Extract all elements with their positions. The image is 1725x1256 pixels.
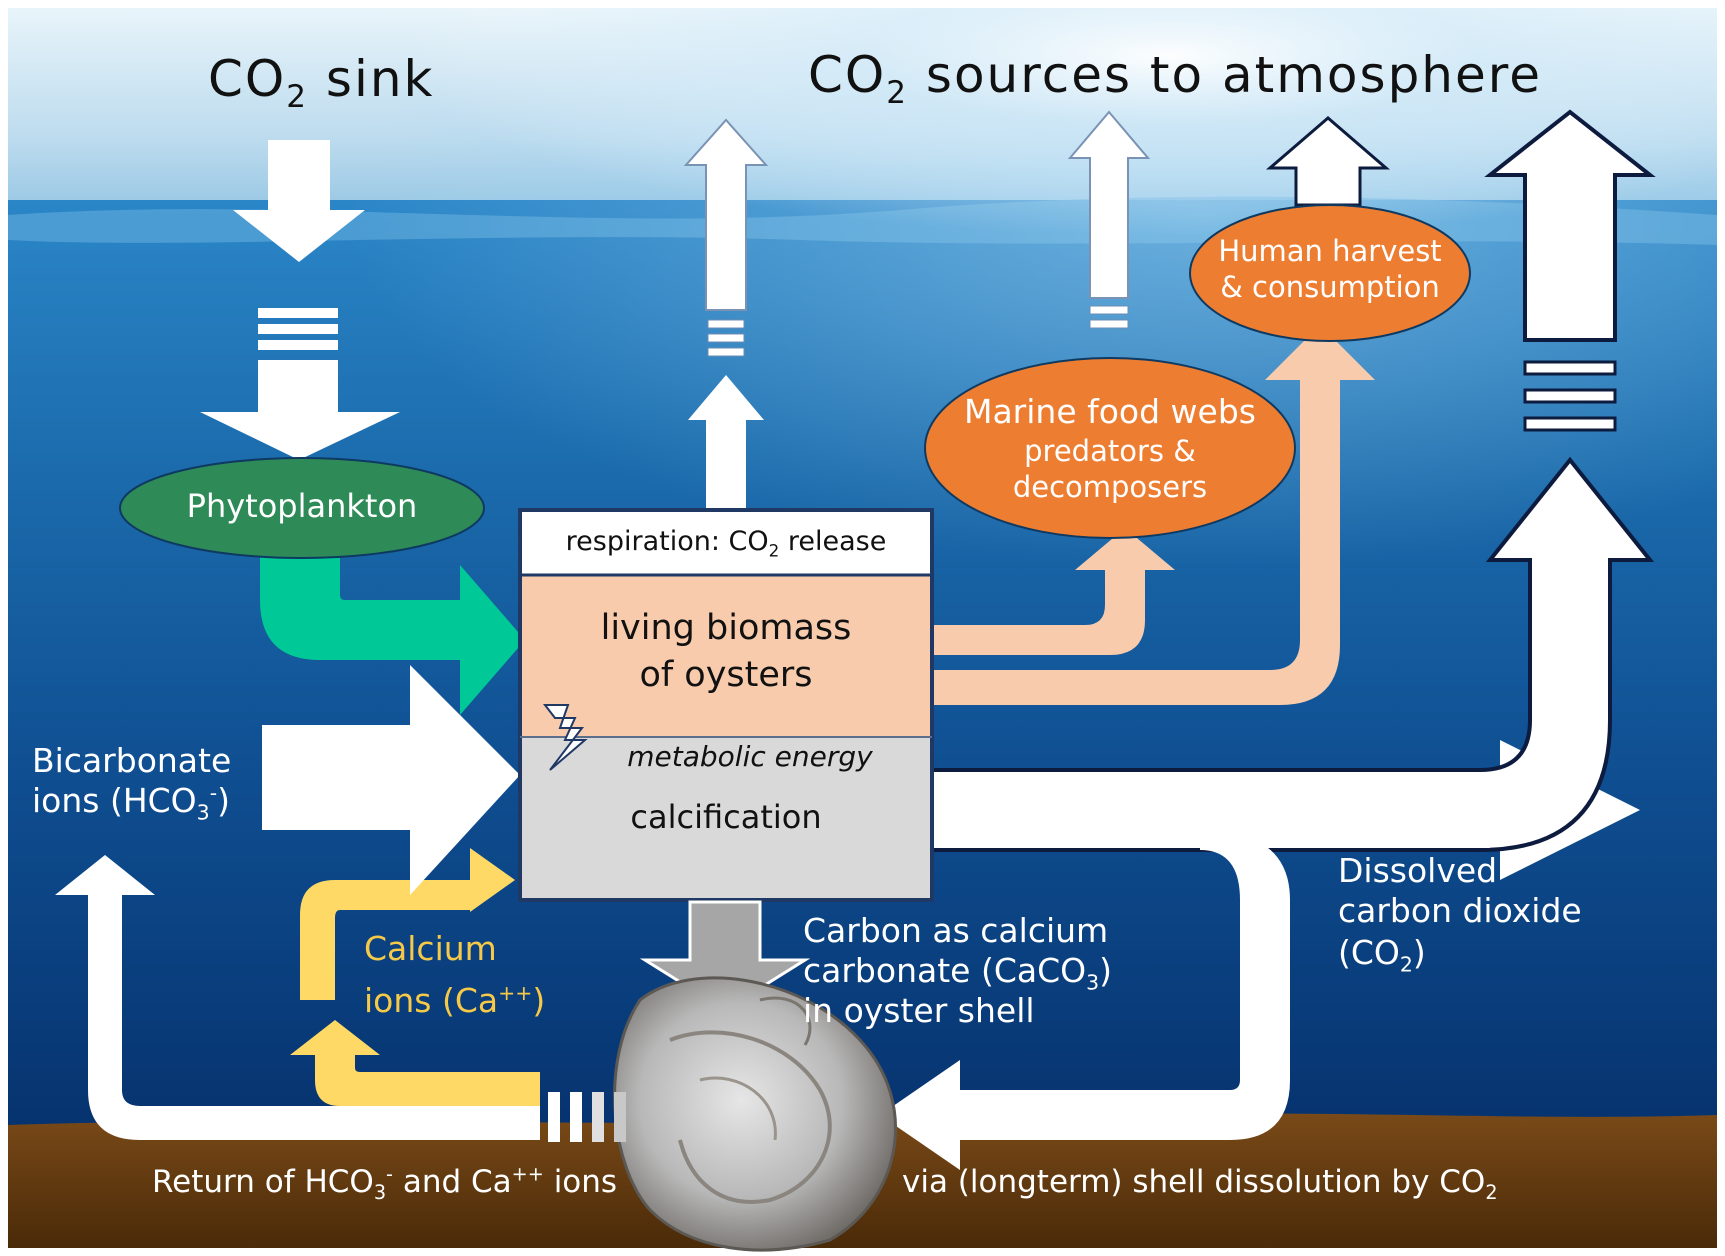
bicarbonate-label-line2: ions (HCO3-) — [32, 781, 230, 825]
dissolved-label-line3: (CO2) — [1338, 933, 1426, 977]
calcium-return-arrow — [290, 1020, 540, 1106]
biomass-label-line2: of oysters — [639, 655, 813, 695]
harvest-co2-arrow — [1265, 116, 1391, 207]
biomass-label-line1: living biomass — [600, 608, 852, 648]
co2-sink-arrow-bottom — [200, 360, 400, 460]
biomass-to-foodweb-arrow — [930, 528, 1175, 655]
marine-food-webs-label: Marine food webs — [963, 392, 1256, 431]
biomass-section — [522, 575, 930, 737]
dissolved-label-line2: carbon dioxide — [1338, 891, 1582, 930]
human-harvest-label: Human harvest — [1218, 234, 1442, 268]
caco3-label-line2: carbonate (CaCO3) — [803, 951, 1112, 995]
predators-label: predators & — [1024, 434, 1196, 468]
calcium-input-arrow — [300, 848, 515, 1000]
respiration-arrow-upper — [683, 118, 769, 311]
food-web-co2-arrow — [1067, 110, 1151, 299]
marine-food-webs-node — [924, 357, 1296, 539]
calcification-section — [522, 737, 930, 898]
consumption-label: & consumption — [1220, 270, 1440, 304]
dissolved-co2-release-arrow — [1484, 109, 1656, 342]
phytoplankton-to-oyster-arrow — [260, 545, 525, 715]
co2-sink-heading: CO2 sink — [208, 50, 435, 115]
dissolved-label-line1: Dissolved — [1338, 851, 1498, 890]
respiration-arrow-lower — [688, 375, 764, 420]
calcium-label-line2: ions (Ca++) — [364, 981, 546, 1020]
caco3-label-line3: in oyster shell — [803, 991, 1035, 1030]
bicarbonate-input-arrow — [262, 665, 520, 895]
calcium-label-line1: Calcium — [364, 929, 497, 968]
caco3-label-line1: Carbon as calcium — [803, 911, 1109, 950]
return-label-left: Return of HCO3- and Ca++ ions — [152, 1162, 618, 1205]
oyster-shell-image — [613, 976, 898, 1252]
phytoplankton-label: Phytoplankton — [186, 487, 418, 525]
co2-sink-arrow-top — [233, 140, 365, 262]
dash — [258, 308, 338, 318]
biomass-to-harvest-arrow — [930, 325, 1375, 705]
return-to-shell-arrow — [880, 830, 1290, 1170]
lightning-icon — [542, 704, 588, 771]
calcification-label: calcification — [630, 798, 822, 836]
decomposers-label: decomposers — [1012, 470, 1208, 504]
bicarbonate-label-line1: Bicarbonate — [32, 741, 232, 780]
phytoplankton-node — [119, 457, 485, 559]
co2-sources-heading: CO2 sources to atmosphere — [808, 46, 1542, 111]
return-bicarbonate-arrow — [55, 855, 540, 1140]
respiration-label: respiration: CO2 release — [565, 526, 887, 561]
human-harvest-node — [1189, 204, 1471, 342]
metabolic-energy-label: metabolic energy — [627, 740, 873, 773]
return-label-right: via (longterm) shell dissolution by CO2 — [902, 1164, 1498, 1205]
